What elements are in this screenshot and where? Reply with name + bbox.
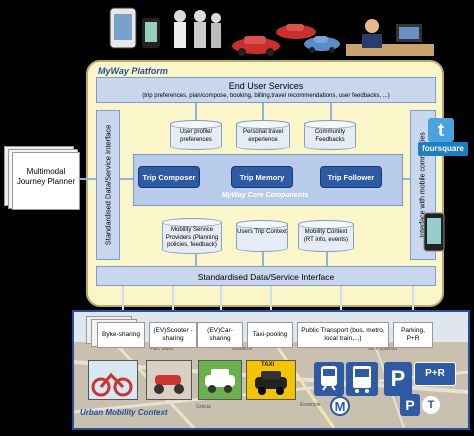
planner-label: Multimodal Journey Planner	[16, 167, 76, 186]
store-arrow	[262, 252, 264, 266]
users-trip-context-label: Users Trip Context	[237, 229, 287, 235]
bus-stop-icon: T	[422, 396, 440, 414]
office-worker-photo	[346, 14, 434, 58]
cars-photo	[226, 16, 342, 60]
mode-connector	[122, 286, 124, 322]
multimodal-journey-planner: Multimodal Journey Planner	[12, 152, 80, 210]
left-core-connector	[120, 178, 134, 180]
parking-icon: P	[400, 394, 420, 416]
bike-sharing-mode: Byke-sharing	[97, 322, 145, 348]
parking-mode: Parking, P+R	[393, 322, 433, 348]
travel-experience-label: Personal travel experience	[242, 129, 284, 143]
car-sharing-mode: (EV)Car-sharing	[197, 322, 243, 348]
mode-connector	[220, 286, 222, 322]
public-transport-mode: Public Transport (bus, metro, local trai…	[297, 322, 389, 348]
planner-connector	[80, 178, 96, 180]
map-street-label: Gràcia	[196, 404, 211, 410]
foursquare-icon: foursquare	[418, 142, 468, 156]
parking-icon: P	[384, 362, 412, 396]
travel-experience-store: Personal travel experience	[236, 120, 290, 150]
trip-follower: Trip Follower	[320, 166, 382, 188]
car-sharing-icon	[198, 360, 242, 400]
community-feedbacks-label: Community Feedbacks	[314, 129, 346, 143]
trip-composer: Trip Composer	[138, 166, 200, 188]
service-providers-label: Mobility Service Providers (Planning pol…	[165, 227, 219, 248]
trip-memory: Trip Memory	[231, 166, 293, 188]
mobility-context-store: Mobility Context (RT info, events)	[298, 220, 354, 252]
left-interface-label: Standardised Data/Service Interface	[103, 124, 113, 246]
bike-photo	[88, 360, 138, 400]
left-service-interface: Standardised Data/Service Interface	[96, 110, 120, 260]
bus-icon	[346, 362, 378, 396]
core-components-label: MyWay Core Components	[221, 192, 309, 199]
taxi-label: TAXI	[261, 362, 275, 368]
mode-connector	[270, 286, 272, 322]
user-profile-store: User profile/ preferences	[170, 120, 222, 150]
end-user-services: End User Services (trip preferences, pla…	[96, 77, 436, 103]
metro-icon: M	[330, 396, 350, 416]
end-user-services-title: End User Services	[228, 81, 304, 91]
people-phones-photo	[102, 6, 222, 52]
eus-arrow	[195, 103, 197, 120]
mode-connector	[172, 286, 174, 322]
map-street-label: Parc Güell	[150, 346, 174, 352]
taxi-icon: TAXI	[246, 360, 296, 400]
smartphone-icon	[420, 212, 448, 252]
store-arrow	[195, 254, 197, 266]
mode-connector	[412, 286, 414, 322]
community-feedbacks-store: Community Feedbacks	[304, 120, 356, 150]
mode-connector	[340, 286, 342, 322]
right-core-connector	[403, 178, 411, 180]
urban-mobility-label: Urban Mobility Context	[80, 408, 168, 417]
user-profile-label: User profile/ preferences	[179, 129, 213, 143]
map-street-label: del Poblenou	[368, 346, 398, 352]
train-icon	[314, 362, 344, 396]
scooter-photo	[146, 360, 192, 400]
eus-arrow	[262, 103, 264, 120]
bottom-service-interface: Standardised Data/Service Interface	[96, 266, 436, 286]
park-and-ride-icon: P+R	[414, 362, 456, 386]
map-street-label: Eixample	[300, 402, 321, 408]
end-user-services-subtitle: (trip preferences, plan/compose, booking…	[142, 93, 390, 99]
scooter-sharing-mode: (EV)Scooter -sharing	[149, 322, 197, 348]
service-providers-store: Mobility Service Providers (Planning pol…	[162, 218, 222, 254]
taxi-pooling-mode: Taxi-pooling	[247, 322, 293, 348]
map-street-label: Guinardó	[232, 346, 253, 352]
eus-arrow	[330, 103, 332, 120]
users-trip-context-store: Users Trip Context	[236, 220, 288, 252]
twitter-icon: t	[428, 118, 454, 142]
store-arrow	[326, 252, 328, 266]
platform-title: MyWay Platform	[98, 66, 168, 76]
mobility-context-label: Mobility Context (RT info, events)	[303, 229, 349, 243]
